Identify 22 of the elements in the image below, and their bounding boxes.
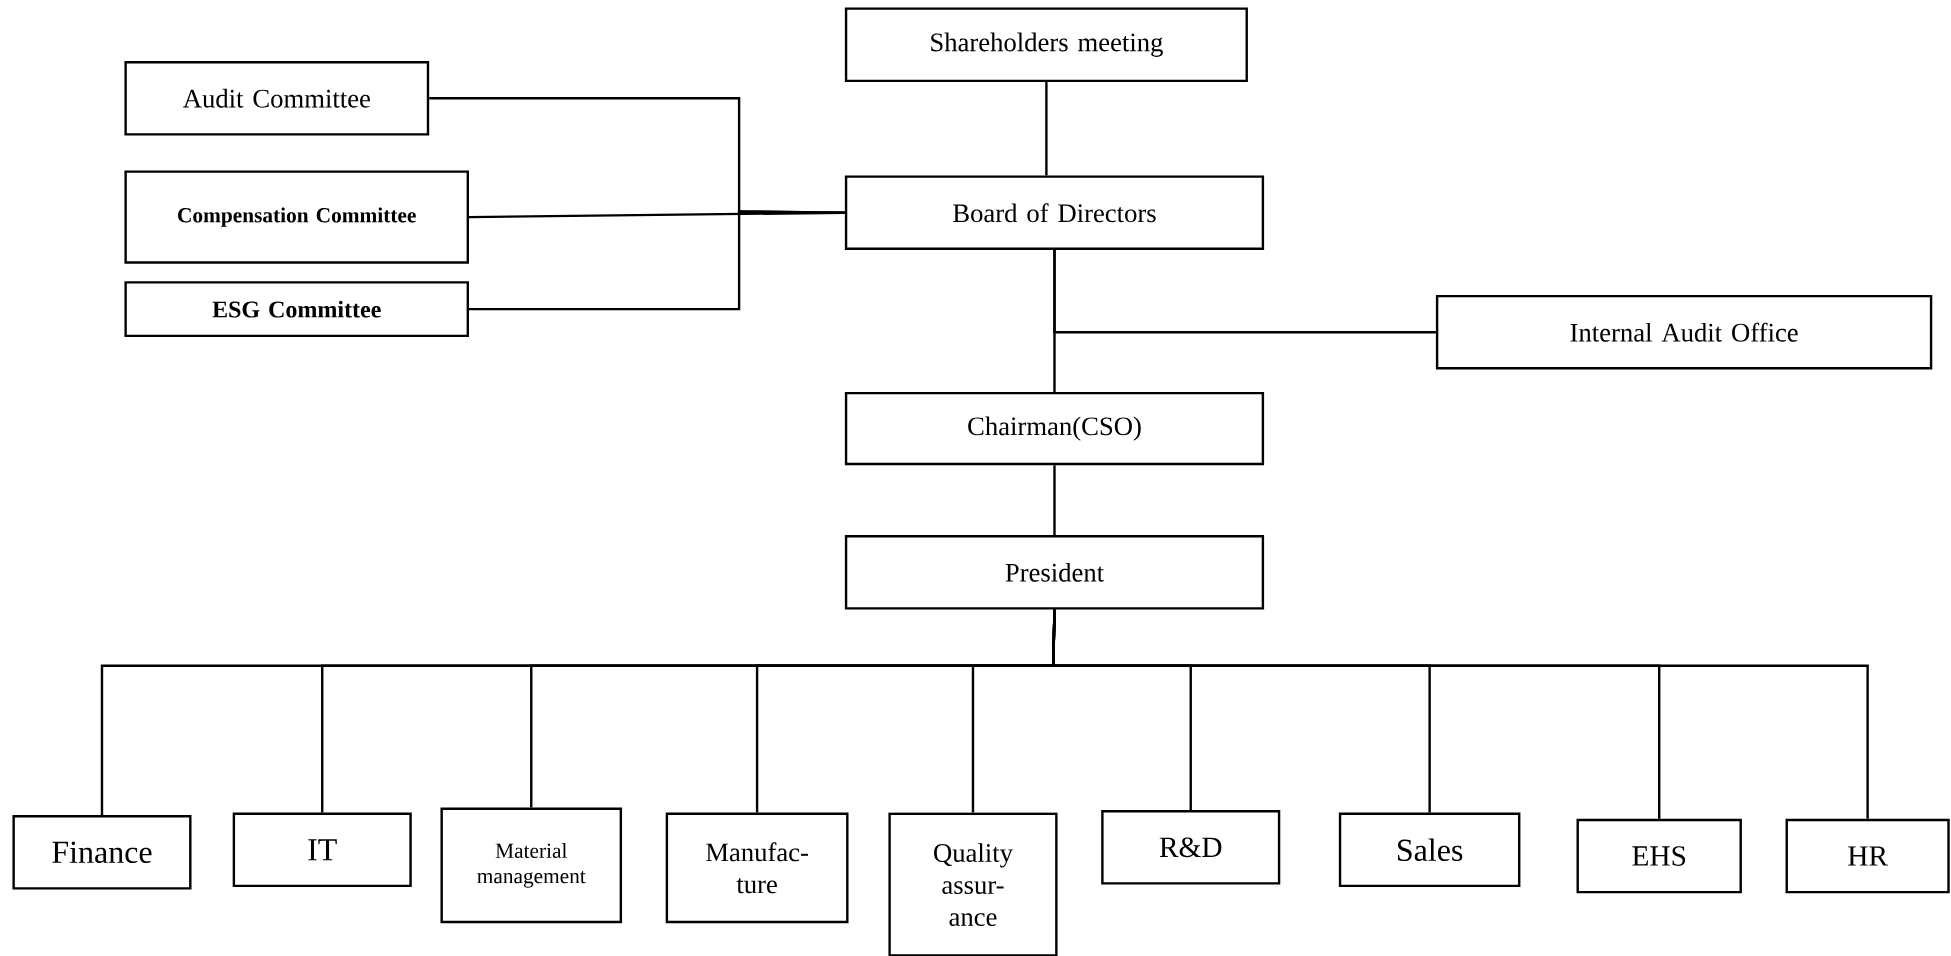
org-box: Manufac- ture <box>665 812 849 924</box>
org-box: R&D <box>1101 810 1281 885</box>
org-box: Audit Committee <box>124 61 430 136</box>
connector-line <box>1045 82 1048 176</box>
org-box: Shareholders meeting <box>844 7 1248 83</box>
org-box: Internal Audit Office <box>1435 294 1933 370</box>
org-box: IT <box>232 812 412 888</box>
org-box: Chairman(CSO) <box>844 391 1265 466</box>
connector-line <box>469 210 845 311</box>
org-box: Material management <box>440 807 623 924</box>
org-box: EHS <box>1576 818 1742 894</box>
org-box: HR <box>1785 818 1950 894</box>
connector-line <box>1053 250 1056 392</box>
org-box: Sales <box>1338 812 1521 888</box>
org-box: Board of Directors <box>844 175 1265 250</box>
org-box: ESG Committee <box>124 281 469 338</box>
org-box: Finance <box>12 815 192 890</box>
connector-line <box>1052 609 1869 819</box>
connector-line <box>1053 465 1056 536</box>
org-box: Quality assur- ance <box>888 812 1058 956</box>
org-box: Compensation Committee <box>124 170 469 264</box>
org-box: President <box>844 535 1265 610</box>
